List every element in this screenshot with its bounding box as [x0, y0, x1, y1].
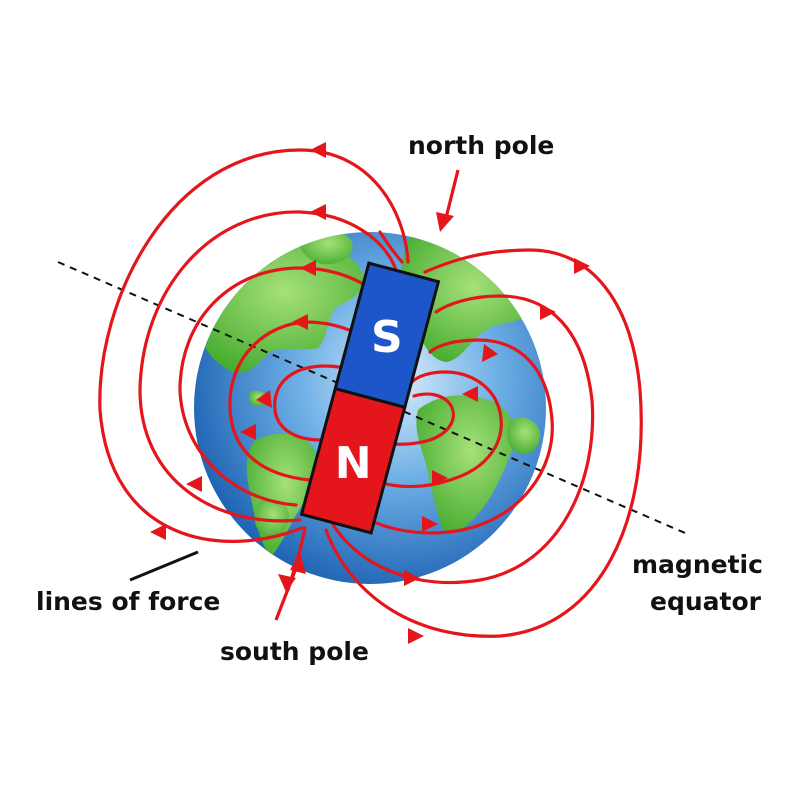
- field-line-left-3: [178, 266, 386, 507]
- arrowhead: [150, 524, 166, 540]
- lines-of-force-label: lines of force: [36, 587, 220, 616]
- equator-label: equator: [650, 587, 762, 616]
- magnet-north-letter: N: [335, 438, 372, 489]
- arrowhead: [300, 260, 316, 276]
- arrowhead: [404, 570, 420, 586]
- arrowhead: [540, 304, 556, 320]
- field-line-left-1: [98, 148, 410, 544]
- field-lines: [98, 148, 643, 638]
- magnetic-label: magnetic: [632, 550, 763, 579]
- magnet-south-letter: S: [371, 312, 403, 363]
- arrowhead: [292, 314, 308, 330]
- magnet-north-half: [299, 386, 407, 535]
- arrowhead: [482, 344, 498, 362]
- field-line-right-3: [336, 338, 554, 535]
- arrowhead: [186, 476, 202, 492]
- north-pole-pointer-head: [436, 212, 454, 232]
- lines-of-force-pointer: [129, 550, 199, 582]
- arrowhead: [256, 390, 272, 408]
- south-pole-pointer-head: [290, 552, 306, 574]
- north-pole-pointer: [444, 169, 460, 219]
- pointers: [129, 169, 460, 621]
- arrowhead: [310, 142, 326, 158]
- south-pole-label: south pole: [220, 637, 369, 666]
- bar-magnet: S N: [299, 261, 441, 535]
- arrowhead: [310, 204, 326, 220]
- arrowhead: [462, 386, 478, 402]
- field-line-left-2: [138, 210, 398, 523]
- field-arrowheads: [150, 142, 590, 644]
- field-line-left-4: [228, 320, 374, 482]
- field-line-right-4: [348, 370, 503, 489]
- north-pole-label: north pole: [408, 131, 554, 160]
- field-line-right-1: [324, 248, 643, 638]
- arrowhead: [432, 470, 448, 486]
- arrowhead: [240, 424, 256, 440]
- field-line-top-stub: [378, 230, 404, 264]
- arrowhead: [408, 628, 424, 644]
- arrowhead: [422, 516, 438, 532]
- arrowhead: [574, 258, 590, 274]
